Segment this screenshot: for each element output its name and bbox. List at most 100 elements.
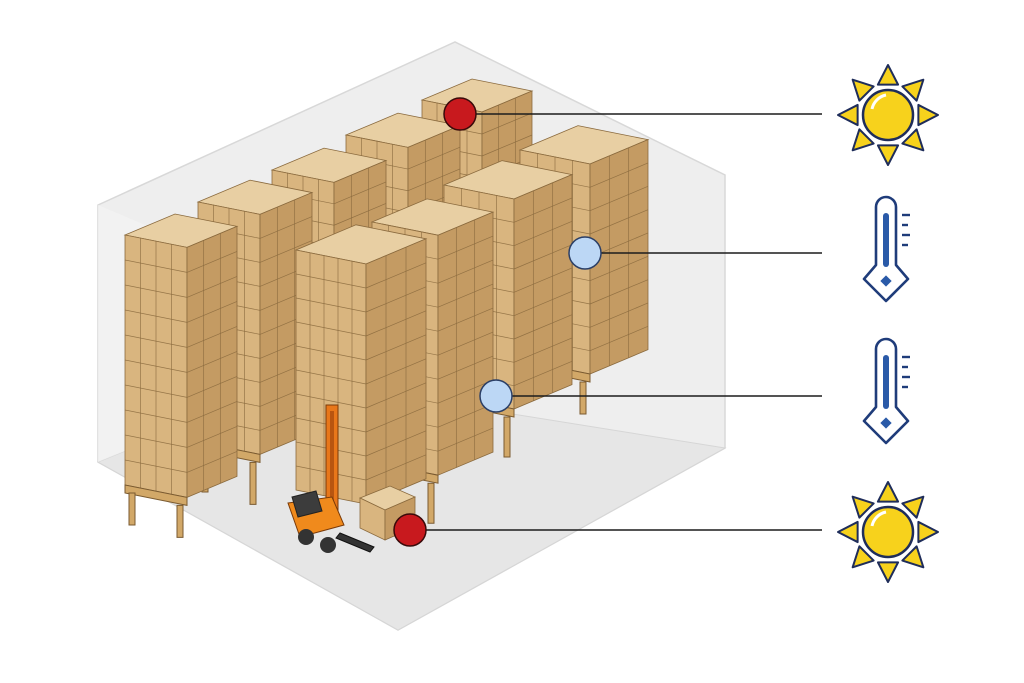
box-seam — [365, 454, 427, 481]
sensor-dot-floor — [393, 513, 427, 547]
box-seam — [589, 279, 649, 305]
sensor-dot-upper-middle — [568, 236, 602, 270]
box-seam — [365, 430, 427, 457]
box-seam — [333, 203, 387, 226]
sun-ray — [901, 128, 925, 152]
sun-ray — [876, 561, 900, 583]
sun-ray — [851, 545, 875, 569]
box-stacks — [123, 78, 650, 538]
box-seam — [513, 360, 573, 386]
sun-ray — [876, 481, 900, 503]
sun-ray — [917, 103, 939, 127]
box-seam — [513, 197, 573, 223]
box-seam — [259, 240, 313, 263]
box-seam — [295, 393, 367, 409]
pallet-rail — [124, 484, 188, 507]
box-seam — [589, 162, 649, 188]
sun-ray — [851, 495, 875, 519]
box-seam — [186, 376, 238, 398]
thermometer-icon — [862, 195, 910, 303]
box-seam — [437, 355, 494, 380]
box-seam — [365, 406, 427, 433]
sun-ray — [876, 64, 900, 86]
forklift-mast-inner — [330, 411, 334, 521]
pallet-leg — [427, 482, 435, 524]
sun-ray — [876, 144, 900, 166]
box-seam — [333, 181, 387, 205]
box-seam — [365, 358, 427, 385]
sun-core — [861, 505, 915, 559]
box-seam — [365, 310, 427, 337]
box-seam — [437, 379, 494, 404]
box-seam — [589, 185, 649, 211]
box-seam — [186, 276, 238, 298]
forklift-wheel-rear — [320, 537, 336, 553]
box-seam — [295, 345, 367, 361]
box-seam — [186, 451, 238, 473]
box-seam — [589, 209, 649, 235]
box-seam — [365, 262, 427, 289]
box-seam — [589, 302, 649, 328]
leader-lines — [410, 113, 822, 531]
box-seam — [295, 273, 367, 289]
sun-highlight — [870, 510, 887, 527]
box-seam — [365, 286, 427, 313]
box-seam — [513, 267, 573, 293]
sun-ray — [917, 520, 939, 544]
box-seam — [295, 369, 367, 385]
sun-ray — [901, 78, 925, 102]
pallet-leg — [176, 504, 184, 538]
box-seam — [186, 301, 238, 323]
box-seam — [437, 283, 494, 308]
sensor-dot-top — [443, 97, 477, 131]
sensors — [393, 97, 602, 547]
forklift-cab — [291, 490, 323, 518]
box-seam — [513, 290, 573, 316]
box-seam — [186, 251, 238, 273]
box-seam — [407, 146, 461, 170]
box-seam — [513, 314, 573, 340]
box-seam — [259, 216, 313, 239]
box-seam — [437, 259, 494, 284]
pallet-leg — [128, 492, 136, 526]
sun-ray — [851, 78, 875, 102]
box-seam — [513, 337, 573, 363]
box-seam — [186, 351, 238, 373]
sun-ray — [837, 520, 859, 544]
box-seam — [365, 382, 427, 409]
box-seam — [186, 426, 238, 448]
box-seam — [481, 134, 533, 157]
box-stack — [123, 213, 239, 538]
thermometer-icon — [862, 337, 910, 445]
box-seam — [437, 403, 494, 428]
sun-ray — [901, 495, 925, 519]
forklift-fork — [335, 532, 375, 553]
box-seam — [481, 112, 533, 135]
box-seam — [513, 244, 573, 270]
box-stack — [294, 224, 428, 505]
forklift — [287, 404, 375, 553]
sun-ray — [837, 103, 859, 127]
forklift-wheel-front — [298, 529, 314, 545]
sun-icon — [837, 481, 939, 583]
box-seam — [589, 325, 649, 351]
box-seam — [513, 220, 573, 246]
sensor-dot-lower-middle — [479, 379, 513, 413]
pallet-leg — [503, 416, 511, 458]
sun-core — [861, 88, 915, 142]
box-seam — [437, 331, 494, 356]
box-seam — [407, 168, 461, 192]
sun-highlight — [870, 93, 887, 110]
box-seam — [437, 307, 494, 332]
pallet-leg — [579, 381, 587, 415]
box-seam — [295, 321, 367, 337]
box-seam — [437, 235, 494, 260]
sun-icon — [837, 64, 939, 166]
box-seam — [186, 401, 238, 423]
sun-ray — [901, 545, 925, 569]
indicator-icons — [837, 64, 939, 583]
box-seam — [437, 427, 494, 452]
sun-ray — [851, 128, 875, 152]
pallet-leg — [249, 461, 257, 505]
